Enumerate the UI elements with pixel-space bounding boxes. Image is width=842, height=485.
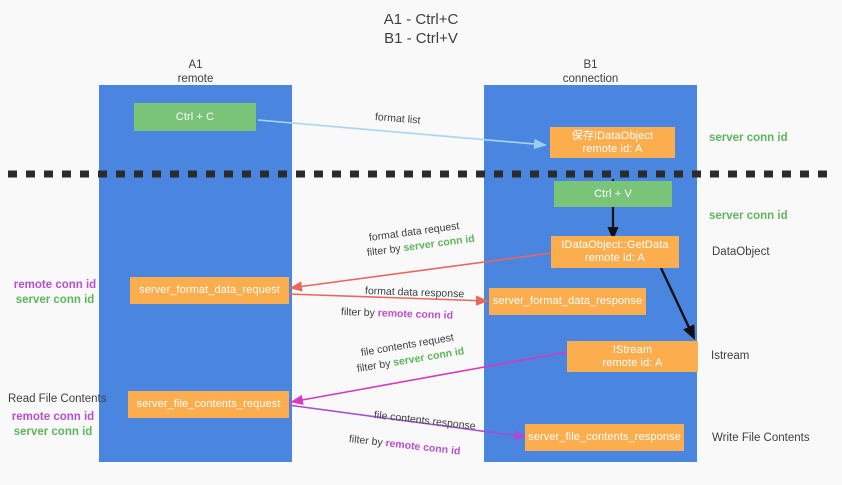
left-label-group-format: remote conn id server conn id [12,278,98,308]
label-file-contents-response-filter: filter by remote conn id [348,432,461,459]
box-getdata[interactable]: IDataObject::GetData remote id: A [551,236,679,268]
title-line-2: B1 - Ctrl+V [384,30,458,47]
filter-value-remote-conn-id: remote conn id [377,307,454,322]
box-server-file-contents-response[interactable]: server_file_contents_response [525,424,684,451]
box-idataobject[interactable]: 保存IDataObject remote id: A [550,127,675,158]
left-label-server-conn-id-2: server conn id [13,426,93,438]
filter-prefix: filter by [340,306,378,320]
left-label-remote-conn-id-2: remote conn id [11,411,95,423]
box-istream-line2: remote id: A [602,356,663,369]
box-server-format-data-response[interactable]: server_format_data_response [489,288,646,315]
box-server-format-data-request-label: server_format_data_request [139,284,280,296]
box-istream[interactable]: IStream remote id: A [567,341,698,372]
box-server-format-data-request[interactable]: server_format_data_request [130,277,289,304]
box-server-file-contents-request[interactable]: server_file_contents_request [128,391,289,418]
label-file-contents-response: file contents response [373,409,477,433]
left-label-server-conn-id-1: server conn id [15,294,95,306]
right-label-write-file-contents: Write File Contents [712,432,810,444]
column-header-a1: A1 remote [99,58,292,86]
box-ctrl-v[interactable]: Ctrl + V [554,181,672,207]
box-ctrl-c[interactable]: Ctrl + C [134,103,256,131]
box-server-file-contents-response-label: server_file_contents_response [528,431,681,443]
box-getdata-line1: IDataObject::GetData [561,239,669,251]
column-a1-name: A1 [188,59,203,71]
left-label-read-file-contents: Read File Contents [8,393,107,405]
right-label-server-conn-id-top: server conn id [709,132,788,144]
page-title: A1 - Ctrl+C B1 - Ctrl+V [0,10,842,48]
box-idataobject-line1: 保存IDataObject [571,129,654,142]
box-idataobject-line2: remote id: A [582,142,643,155]
label-format-data-response-filter: filter by remote conn id [341,305,453,323]
column-header-b1: B1 connection [484,58,697,86]
title-line-1: A1 - Ctrl+C [383,11,459,28]
left-label-remote-conn-id-1: remote conn id [13,279,97,291]
right-label-server-conn-id-mid: server conn id [709,210,788,222]
box-ctrl-v-label: Ctrl + V [594,187,632,200]
box-server-format-data-response-label: server_format_data_response [492,295,643,307]
filter-prefix: filter by [348,433,387,450]
column-b1-sub: connection [562,73,619,85]
left-label-group-file: Read File Contents remote conn id server… [8,392,107,440]
right-label-dataobject: DataObject [712,246,770,258]
box-getdata-line2: remote id: A [585,252,645,264]
box-ctrl-c-label: Ctrl + C [175,110,215,123]
box-server-file-contents-request-label: server_file_contents_request [136,398,281,410]
column-b1-name: B1 [583,59,598,71]
box-istream-line1: IStream [612,343,653,356]
column-a1-sub: remote [177,73,214,85]
filter-prefix: filter by [366,242,405,259]
right-label-istream: Istream [711,350,750,362]
label-format-list: format list [374,111,421,127]
filter-value-remote-conn-id: remote conn id [384,437,461,458]
label-format-data-response: format data response [364,285,465,301]
